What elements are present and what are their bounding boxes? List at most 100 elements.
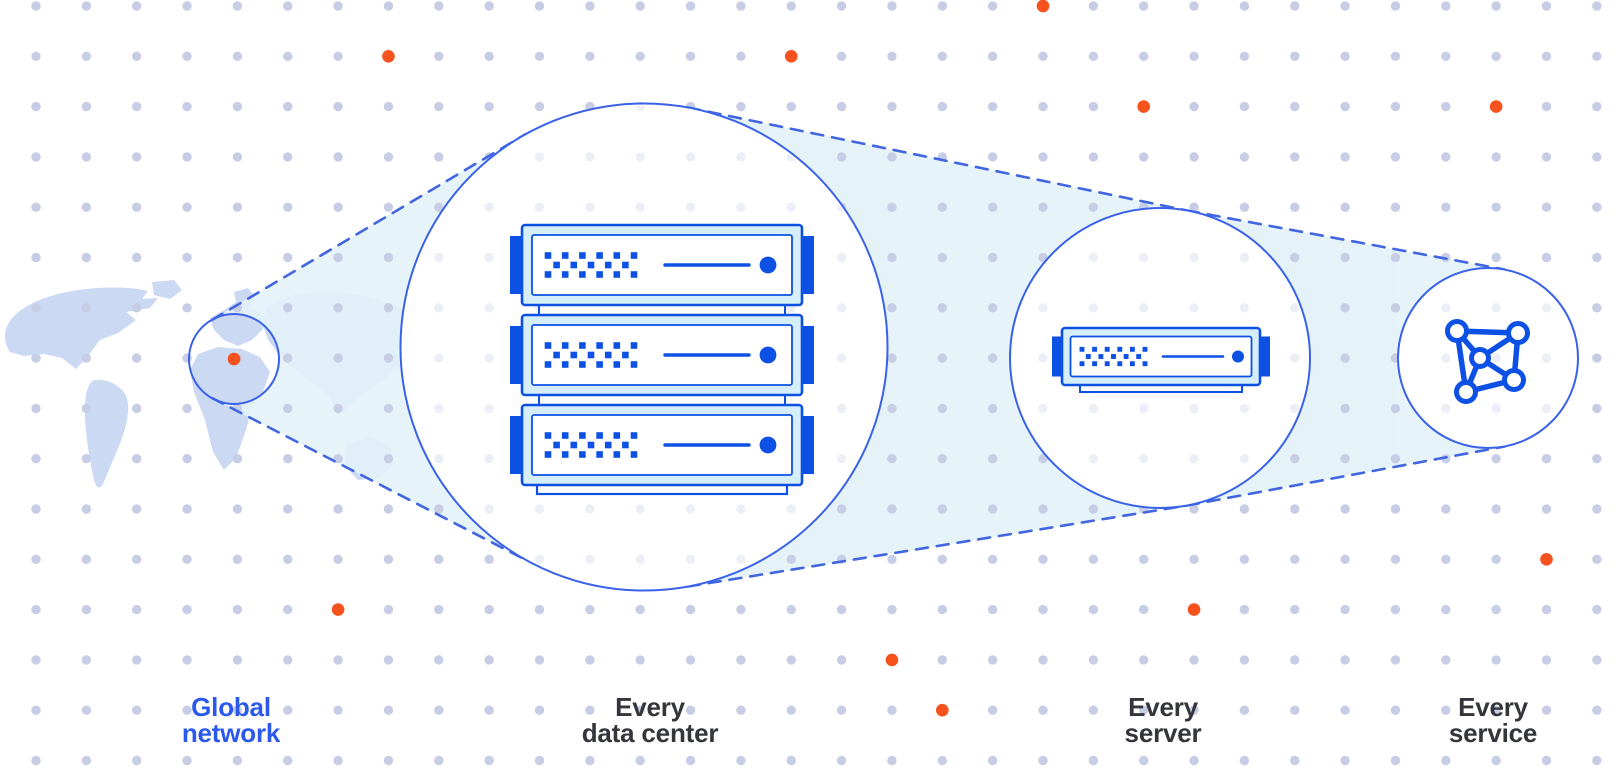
led-square <box>553 441 560 449</box>
led-square <box>561 432 569 439</box>
grid-dot <box>1541 51 1552 61</box>
grid-dot <box>484 1 494 11</box>
grid-dot <box>1541 252 1552 263</box>
grid-dot <box>1491 655 1501 665</box>
grid-dot <box>1088 202 1099 212</box>
grid-dot <box>1340 51 1350 61</box>
grid-dot <box>1390 655 1401 665</box>
grid-dot <box>887 101 897 112</box>
grid-dot <box>887 1 897 11</box>
dashed-guide-line <box>686 504 1189 588</box>
grid-dot <box>987 554 998 564</box>
grid-dot <box>232 604 243 615</box>
grid-dot <box>685 604 696 615</box>
grid-dot <box>81 755 92 766</box>
grid-dot <box>1592 403 1602 414</box>
led-square <box>1111 354 1116 359</box>
grid-dot <box>987 152 998 162</box>
grid-dot <box>1088 51 1099 61</box>
grid-dot <box>1390 755 1401 766</box>
grid-dot <box>1541 202 1552 212</box>
grid-dot <box>1290 554 1300 564</box>
led-square <box>1129 361 1135 367</box>
grid-dot <box>132 403 142 414</box>
grid-dot <box>1491 504 1501 514</box>
grid-dot <box>1390 705 1401 715</box>
led-square <box>1092 361 1098 367</box>
dashed-guide-line <box>210 132 528 322</box>
grid-dot <box>383 705 394 715</box>
grid-dot <box>1290 604 1300 615</box>
grid-dot <box>232 101 243 112</box>
grid-dot <box>1088 604 1099 615</box>
grid-dot <box>836 1 847 11</box>
grid-dot <box>31 51 41 61</box>
grid-dot <box>484 554 494 564</box>
grid-dot <box>685 655 696 665</box>
grid-dot <box>1038 504 1048 514</box>
led-square <box>604 441 612 449</box>
mesh-node <box>1469 347 1491 369</box>
led-square <box>579 271 586 278</box>
grid-dot <box>31 252 41 263</box>
grid-dot <box>182 303 192 313</box>
grid-dot <box>31 152 41 162</box>
grid-dot <box>585 755 595 766</box>
grid-dot <box>383 353 394 363</box>
grid-dot <box>1239 101 1250 112</box>
grid-dot <box>1340 755 1350 766</box>
grid-dot <box>283 454 293 464</box>
led-square <box>579 451 586 458</box>
led-square <box>630 342 638 349</box>
grid-dot <box>786 755 796 766</box>
grid-dot <box>232 705 243 715</box>
grid-dot <box>283 202 293 212</box>
grid-dot <box>132 504 142 514</box>
grid-dot <box>1441 152 1451 162</box>
grid-dot <box>1592 604 1602 615</box>
grid-dot <box>1441 755 1451 766</box>
grid-dot <box>132 1 142 11</box>
network-mesh-icon <box>1445 319 1530 404</box>
grid-dot <box>1340 554 1350 564</box>
led-square <box>613 451 621 458</box>
grid-dot <box>283 755 293 766</box>
led-square <box>596 451 603 458</box>
grid-dot <box>333 554 343 564</box>
grid-dot <box>132 554 142 564</box>
grid-dot <box>1592 1 1602 11</box>
grid-dot <box>383 454 394 464</box>
grid-dot <box>31 604 41 615</box>
grid-dot <box>434 1 444 11</box>
dashed-guide-line <box>1185 445 1506 507</box>
led-square <box>1123 354 1129 359</box>
grid-dot <box>383 252 394 263</box>
led-square <box>570 261 578 269</box>
grid-dot <box>534 1 545 11</box>
led-square <box>1117 346 1123 352</box>
grid-dot <box>132 353 142 363</box>
grid-dot <box>534 705 545 715</box>
grid-dot <box>1239 152 1250 162</box>
grid-dot <box>887 51 897 61</box>
led-square <box>630 252 638 259</box>
led-square <box>1079 346 1085 352</box>
led-square <box>544 252 552 259</box>
grid-dot <box>1139 655 1149 665</box>
grid-dot <box>1038 51 1048 61</box>
grid-dot <box>836 705 847 715</box>
led-square <box>622 261 629 269</box>
label-every-server-line2: server <box>1124 718 1202 748</box>
grid-dot <box>333 705 343 715</box>
label-every-service: Every service <box>1449 694 1537 746</box>
grid-dot <box>283 303 293 313</box>
grid-dot <box>635 655 645 665</box>
grid-dot <box>1491 554 1501 564</box>
grid-dot <box>1340 454 1350 464</box>
grid-dot <box>1340 1 1350 11</box>
grid-dot <box>434 705 444 715</box>
grid-dot <box>1139 1 1149 11</box>
grid-dot <box>1390 202 1401 212</box>
grid-dot <box>1592 454 1602 464</box>
grid-dot <box>1139 705 1149 715</box>
